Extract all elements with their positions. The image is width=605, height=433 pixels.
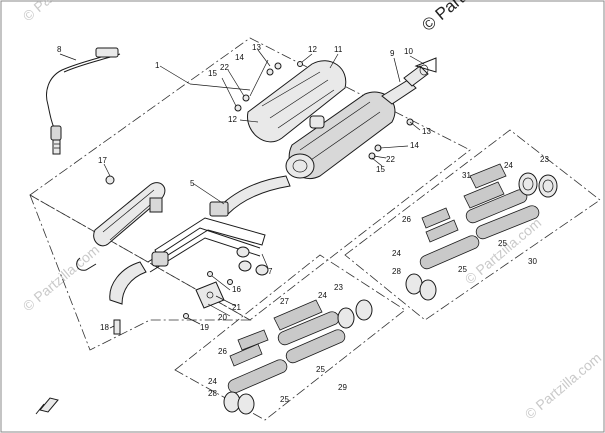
label-24b: 24 xyxy=(392,249,401,258)
label-19: 19 xyxy=(200,323,209,332)
label-25a: 25 xyxy=(498,239,507,248)
label-10: 10 xyxy=(404,47,413,56)
hardware-fasteners xyxy=(105,61,414,335)
front-arrow-icon xyxy=(35,397,59,415)
label-23a: 23 xyxy=(540,155,549,164)
label-21: 21 xyxy=(232,303,241,312)
lower-flex-pipe xyxy=(109,251,169,305)
label-16: 16 xyxy=(232,285,241,294)
label-14a: 14 xyxy=(235,53,244,62)
heat-shield-manifold xyxy=(76,182,166,271)
label-14b: 14 xyxy=(410,141,419,150)
part-20-bracket xyxy=(195,281,225,309)
label-27: 27 xyxy=(280,297,289,306)
label-29: 29 xyxy=(338,383,347,392)
part-8-oxygen-sensor xyxy=(46,47,121,155)
label-5: 5 xyxy=(190,179,195,188)
label-9: 9 xyxy=(390,49,395,58)
label-17: 17 xyxy=(98,156,107,165)
label-25c: 25 xyxy=(316,365,325,374)
label-15a: 15 xyxy=(208,69,217,78)
label-8: 8 xyxy=(57,45,62,54)
part-7-connector-pipes xyxy=(147,217,269,276)
label-1: 1 xyxy=(155,61,160,70)
label-15b: 15 xyxy=(376,165,385,174)
label-28b: 28 xyxy=(208,389,217,398)
group-boundary-kit-30 xyxy=(344,129,601,321)
label-11: 11 xyxy=(334,45,343,54)
part-11-muffler xyxy=(247,60,396,179)
label-22a: 22 xyxy=(220,63,229,72)
part-10-spark-arrestor xyxy=(414,57,437,73)
label-26b: 26 xyxy=(218,347,227,356)
label-23b: 23 xyxy=(334,283,343,292)
kit-29-contents xyxy=(223,299,373,415)
label-20: 20 xyxy=(218,313,227,322)
label-31: 31 xyxy=(462,171,471,180)
label-22b: 22 xyxy=(386,155,395,164)
part-9-tail-pipe xyxy=(381,64,429,105)
part-5-head-pipe xyxy=(209,175,291,217)
part-labels: 1 5 7 8 9 10 11 12 12 13 13 14 14 15 15 … xyxy=(57,43,549,404)
label-24d: 24 xyxy=(208,377,217,386)
kit-30-contents xyxy=(405,163,558,301)
label-28a: 28 xyxy=(392,267,401,276)
label-12b: 12 xyxy=(228,115,237,124)
leader-lines xyxy=(59,49,425,329)
group-boundary-assembly-1 xyxy=(29,37,471,321)
label-13a: 13 xyxy=(252,43,261,52)
group-boundary-assembly-5 xyxy=(29,194,252,351)
label-24c: 24 xyxy=(318,291,327,300)
label-25b: 25 xyxy=(458,265,467,274)
watermark-bottom-right: © Partzilla.com xyxy=(522,349,605,422)
label-26a: 26 xyxy=(402,215,411,224)
label-13b: 13 xyxy=(422,127,431,136)
watermark-left: © Partzilla.com xyxy=(20,241,103,314)
label-12a: 12 xyxy=(308,45,317,54)
label-25d: 25 xyxy=(280,395,289,404)
watermark-top-right: © Partzilla xyxy=(418,0,490,35)
label-24a: 24 xyxy=(504,161,513,170)
label-30: 30 xyxy=(528,257,537,266)
label-7: 7 xyxy=(268,267,273,276)
label-18: 18 xyxy=(100,323,109,332)
watermark-top-left: © Partzilla.com xyxy=(20,0,103,24)
